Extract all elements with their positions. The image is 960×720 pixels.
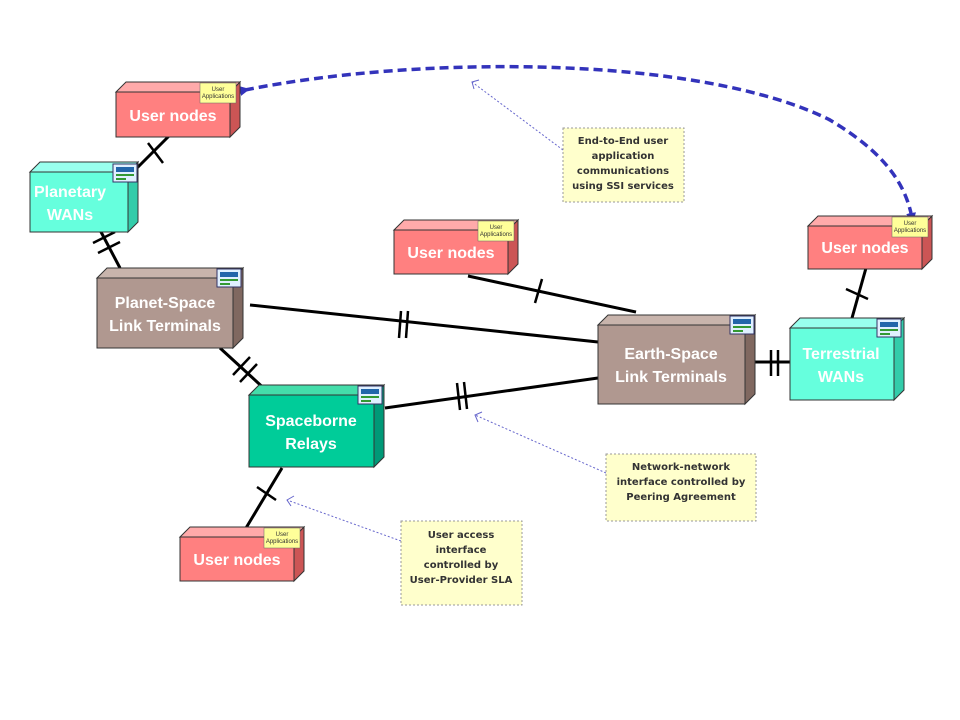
- link-relays-earthspace: [384, 376, 599, 410]
- pointer-network-network: [474, 414, 607, 474]
- note-end-to-end: End-to-End user application communicatio…: [562, 127, 685, 203]
- computer-icon: [216, 268, 242, 288]
- computer-icon: [112, 163, 138, 183]
- node-label-line-1: Earth-Space: [624, 346, 717, 363]
- note-user-access: User access interface controlled by User…: [400, 520, 523, 606]
- node-label-line-2: Link Terminals: [615, 369, 727, 386]
- user-nodes-right[interactable]: User nodes User Applications: [806, 214, 934, 271]
- box-front: [597, 324, 746, 405]
- link-usernodes-right-terrestrial: [850, 267, 868, 319]
- pointer-head-user-access: [286, 495, 295, 507]
- link-usernodes-planetary: [133, 133, 172, 172]
- node-label: User nodes: [407, 245, 494, 262]
- tick-single-bottom: [256, 485, 277, 502]
- computer-icon: [876, 318, 902, 338]
- user-applications-tag: [891, 216, 929, 238]
- note-network-network: Network-network interface controlled by …: [605, 453, 757, 522]
- node-label-line-2: WANs: [818, 369, 864, 386]
- tick-double-ps-relay-b: [239, 363, 258, 383]
- user-nodes-top-left[interactable]: User nodes User Applications: [114, 80, 242, 139]
- link-usernodes-mid-earthspace: [467, 274, 637, 314]
- note-line-2: application: [592, 151, 655, 162]
- node-label-line-1: Planet-Space: [115, 295, 216, 312]
- node-label-line-2: Link Terminals: [109, 318, 221, 335]
- box-front: [789, 327, 895, 401]
- link-relays-usernodes-bottom: [244, 467, 284, 529]
- link-planetary-planetspace: [98, 229, 122, 269]
- note-line-1: Network-network: [632, 462, 730, 473]
- tag-line-2: Applications: [202, 94, 234, 100]
- note-line-1: User access: [428, 530, 495, 541]
- user-applications-tag: [199, 82, 237, 104]
- computer-icon: [357, 385, 383, 405]
- node-label-line-2: WANs: [47, 207, 93, 224]
- box-front: [248, 394, 375, 468]
- spaceborne-relays[interactable]: Spaceborne Relays: [247, 383, 386, 469]
- node-label-line-1: Spaceborne: [265, 413, 357, 430]
- user-applications-tag: [263, 527, 301, 549]
- tick-double-planetary-b: [97, 240, 121, 255]
- tick-double-ps-es-b: [404, 310, 410, 339]
- note-line-4: using SSI services: [572, 181, 674, 192]
- note-line-1: End-to-End user: [578, 136, 669, 147]
- note-line-4: User-Provider SLA: [410, 575, 513, 586]
- tick-single-right: [845, 287, 869, 301]
- user-nodes-bottom[interactable]: User nodes User Applications: [178, 525, 306, 583]
- note-pointers: [286, 81, 607, 542]
- tick-single-topleft: [147, 142, 164, 164]
- planet-space-link-terminals[interactable]: Planet-Space Link Terminals: [95, 266, 245, 350]
- tag-line-1: User: [490, 225, 503, 231]
- user-nodes-mid[interactable]: User nodes User Applications: [392, 218, 520, 276]
- user-applications-tag: [477, 220, 515, 242]
- tick-double-planetary-a: [92, 230, 116, 245]
- node-label: User nodes: [129, 108, 216, 125]
- pointer-head-end-to-end: [471, 79, 480, 90]
- pointer-end-to-end: [471, 81, 564, 151]
- node-label-line-2: Relays: [285, 436, 337, 453]
- connections: [98, 133, 868, 529]
- tick-single-mid: [533, 278, 544, 304]
- box-front: [29, 171, 129, 233]
- tag-line-2: Applications: [894, 228, 926, 234]
- pointer-user-access: [286, 499, 402, 542]
- note-line-3: Peering Agreement: [626, 492, 736, 503]
- node-label-line-1: Terrestrial: [802, 346, 879, 363]
- tag-line-1: User: [212, 87, 225, 93]
- node-label-line-1: Planetary: [34, 184, 106, 201]
- end-to-end-arrow: [239, 64, 917, 223]
- tick-double-relay-es-a: [455, 382, 462, 411]
- interface-ticks: [92, 142, 869, 502]
- pointer-head-network-network: [474, 411, 483, 423]
- note-pointer-heads: [286, 79, 483, 507]
- earth-space-link-terminals[interactable]: Earth-Space Link Terminals: [596, 313, 757, 406]
- box-front: [96, 277, 234, 349]
- tag-line-1: User: [904, 221, 917, 227]
- planetary-wans[interactable]: Planetary WANs: [28, 160, 140, 234]
- tick-double-ps-es-a: [397, 310, 403, 339]
- note-line-2: interface controlled by: [617, 477, 746, 488]
- note-line-3: communications: [577, 166, 669, 177]
- link-planetspace-earthspace: [249, 303, 599, 344]
- note-line-2: interface: [436, 545, 487, 556]
- tick-double-relay-es-b: [462, 381, 469, 410]
- note-line-3: controlled by: [424, 560, 499, 571]
- tag-line-2: Applications: [266, 539, 298, 545]
- tag-line-1: User: [276, 532, 289, 538]
- tag-line-2: Applications: [480, 232, 512, 238]
- terrestrial-wans[interactable]: Terrestrial WANs: [788, 316, 906, 402]
- node-label: User nodes: [821, 240, 908, 257]
- computer-icon: [729, 315, 755, 335]
- node-label: User nodes: [193, 552, 280, 569]
- tick-double-ps-relay-a: [232, 356, 251, 376]
